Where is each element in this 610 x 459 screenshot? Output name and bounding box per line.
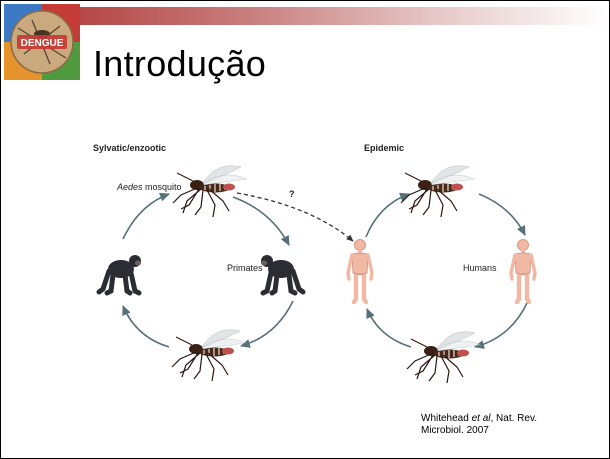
left-cycle-title: Sylvatic/enzootic (93, 143, 166, 153)
human-right-icon (511, 240, 535, 303)
right-cycle-arrows (366, 194, 527, 347)
citation: Whitehead et al, Nat. Rev. Microbiol. 20… (421, 413, 561, 437)
citation-journal: , Nat. Rev. (491, 413, 538, 424)
humans-label: Humans (463, 263, 497, 273)
spillover-question-mark: ? (289, 189, 295, 199)
aedes-genus: Aedes (116, 182, 143, 192)
aedes-rest: mosquito (143, 182, 182, 192)
mosquito-left-bottom-icon (172, 330, 246, 381)
citation-et-al: et al (472, 413, 491, 424)
primates-label: Primates (227, 263, 263, 273)
human-left-icon (348, 240, 372, 303)
spillover-dashed-arrow (237, 193, 353, 241)
left-cycle-arrows (123, 194, 293, 347)
citation-author: Whitehead (421, 413, 472, 424)
citation-year: Microbiol. 2007 (421, 425, 489, 436)
mosquito-left-top-icon (173, 166, 247, 217)
right-cycle-title: Epidemic (364, 143, 404, 153)
primate-right-icon (261, 255, 303, 293)
mosquito-right-top-icon (401, 166, 475, 217)
mosquito-right-bottom-icon (407, 332, 481, 383)
primate-left-icon (99, 255, 141, 293)
aedes-mosquito-label: Aedes mosquito (116, 182, 182, 192)
